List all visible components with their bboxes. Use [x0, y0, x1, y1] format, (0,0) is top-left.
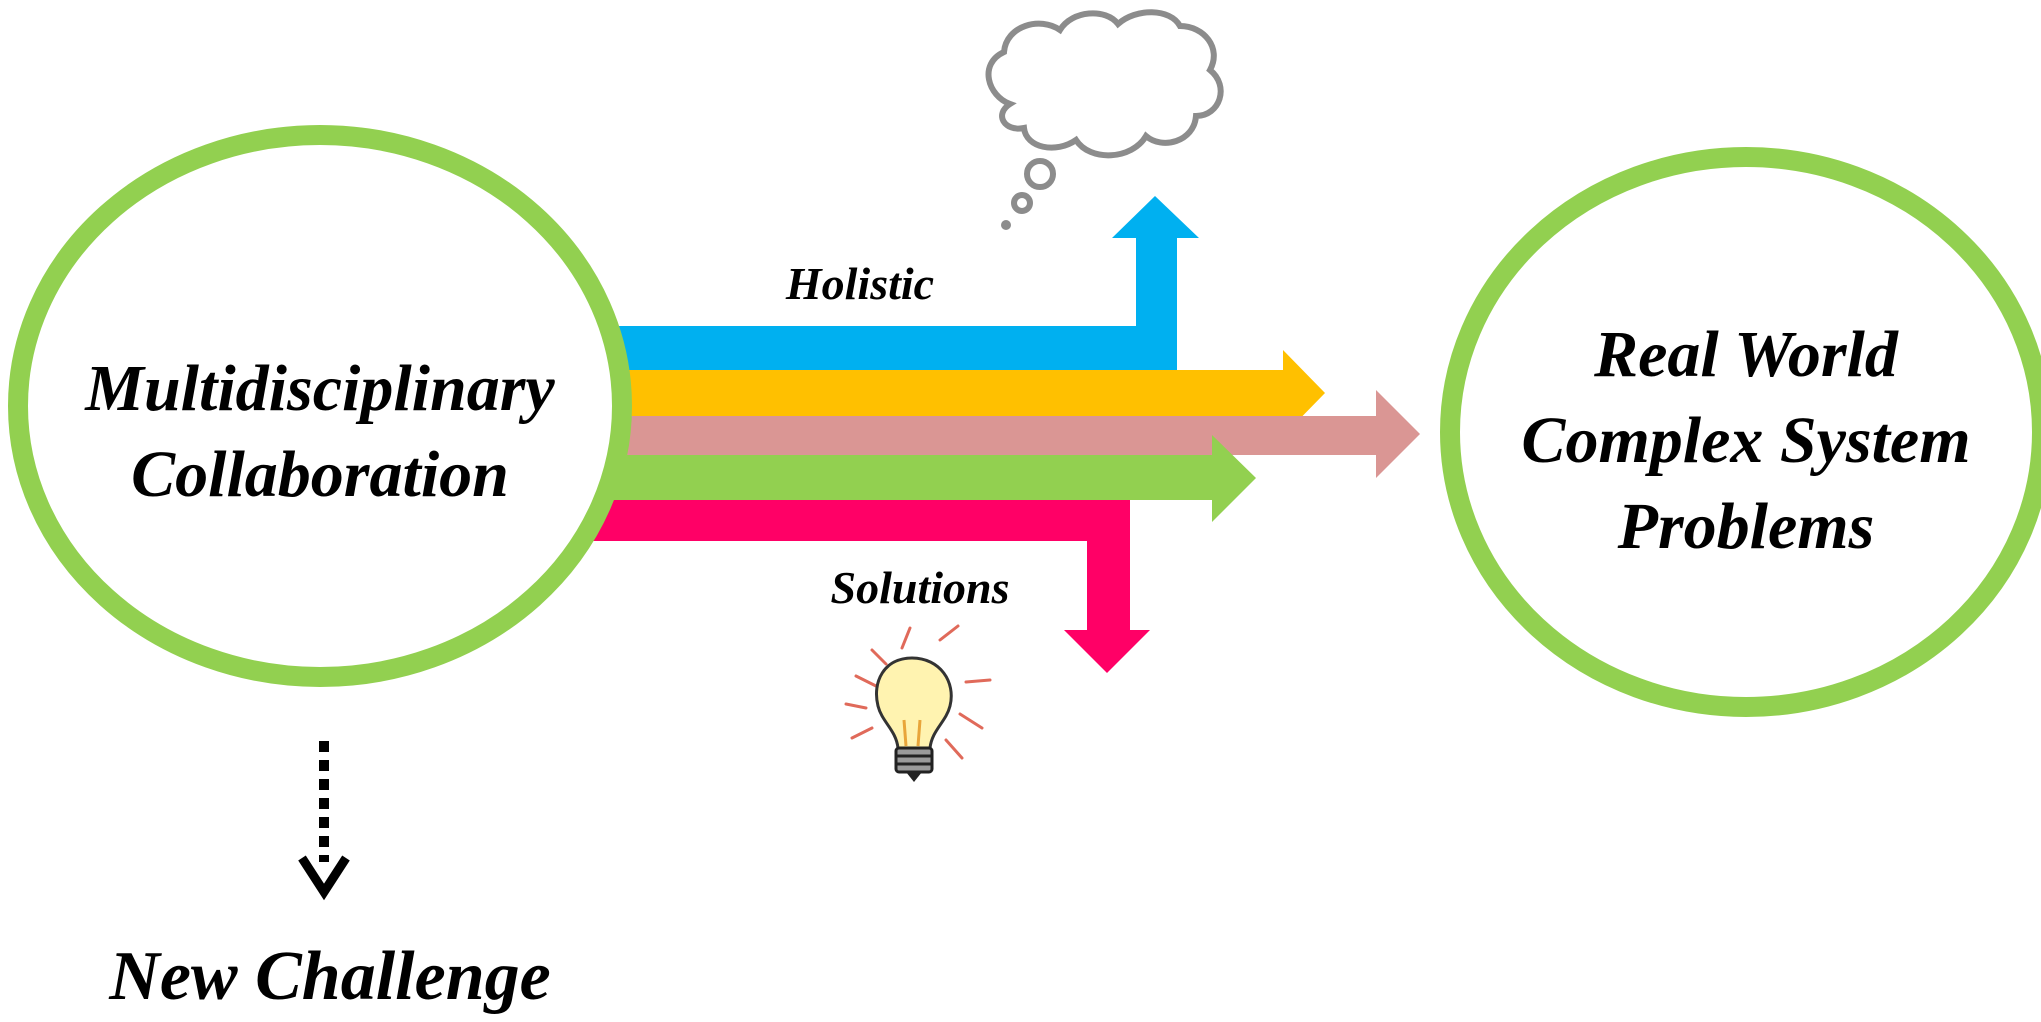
- solutions-label: Solutions: [830, 562, 1010, 613]
- new-challenge-label: New Challenge: [109, 938, 551, 1015]
- arrow-pink: [600, 390, 1420, 478]
- thought-cloud-icon: [985, 9, 1224, 230]
- arrow-yellow: [600, 350, 1325, 436]
- arrow-green: [590, 435, 1256, 522]
- dotted-arrow-icon: [298, 741, 350, 901]
- left-circle-label: Multidisciplinary Collaboration: [20, 346, 620, 518]
- left-circle: [8, 125, 632, 687]
- light-bulb-icon: [844, 624, 992, 782]
- right-circle-label: Real World Complex System Problems: [1446, 312, 2041, 570]
- right-circle-line1: Real World: [1594, 318, 1898, 391]
- right-circle-line3: Problems: [1617, 490, 1875, 563]
- arrow-blue: [600, 196, 1199, 370]
- left-circle-line1: Multidisciplinary: [85, 352, 555, 425]
- arrow-magenta: [585, 500, 1150, 673]
- right-circle: [1440, 147, 2041, 717]
- holistic-label: Holistic: [785, 258, 935, 309]
- left-circle-line2: Collaboration: [131, 438, 509, 511]
- right-circle-line2: Complex System: [1521, 404, 1971, 477]
